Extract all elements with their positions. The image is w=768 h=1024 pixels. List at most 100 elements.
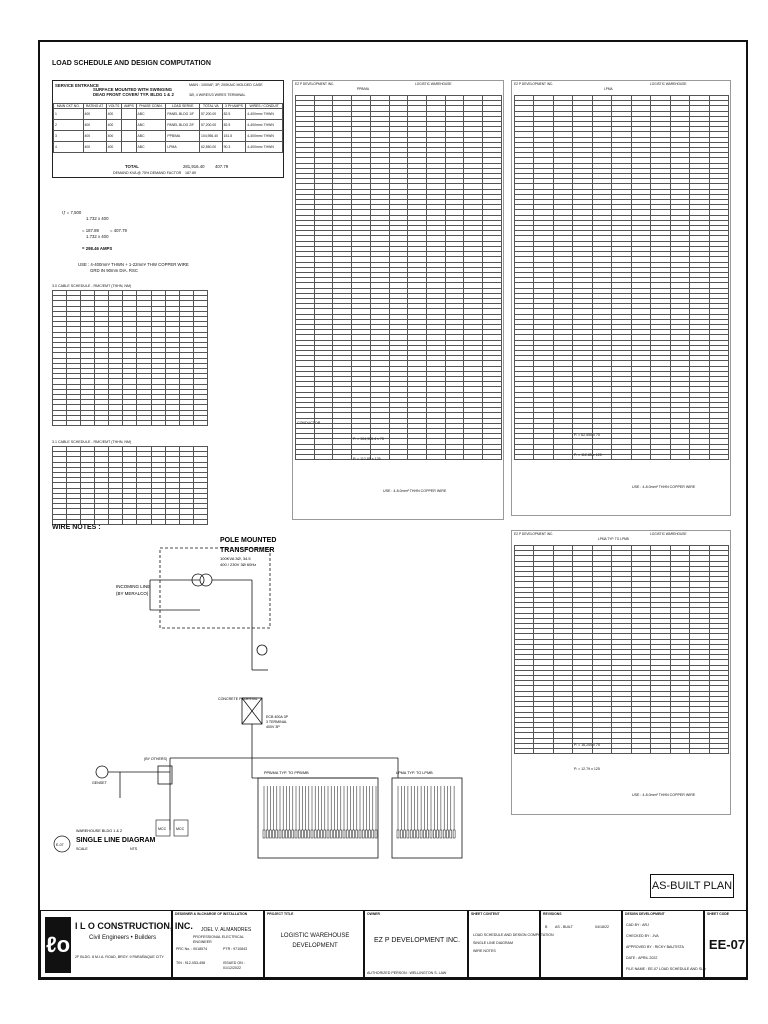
breaker-symbol <box>339 829 343 839</box>
panel-c-row <box>513 747 730 755</box>
breaker-symbol <box>368 829 371 839</box>
breaker-symbol <box>313 829 317 839</box>
owner-label: OWNER <box>367 912 380 916</box>
service-col-header: 3 PH AMPS <box>221 102 247 110</box>
company-logo: ℓo <box>45 917 71 973</box>
demand-value: 187.89 <box>185 171 196 175</box>
service-cell: PANEL BLDG 2/F <box>165 119 201 132</box>
design-dev-value: RICKY BAUTISTA <box>654 945 684 949</box>
cable-table-2-title: 3.1 CABLE SCHEDULE - RMC/EMT (THHN, NM) <box>52 440 132 444</box>
rev-date: 04/18/22 <box>595 925 609 929</box>
panel-b-name: LPMA <box>604 87 613 91</box>
design-dev-value: EE-07 LOAD SCHEDULE AND SLD <box>647 967 706 971</box>
sld-lp-label: LPMA TYP. TO LPMB <box>396 771 433 775</box>
breaker-symbol <box>349 829 352 839</box>
panel-c-row <box>513 638 730 645</box>
design-dev-value: JVA <box>652 934 659 938</box>
breaker-symbol <box>342 829 346 839</box>
wire-terminal-note: 3Ø, 4 WIRES/3 WIRES TERMINAL <box>189 93 246 97</box>
panel-a-cell <box>313 453 334 461</box>
design-dev-key: CHECKED BY : <box>626 934 653 938</box>
service-cell: 4-400mm² THWN <box>245 108 283 121</box>
panel-b-owner: EZ P DEVELOPMENT INC. <box>514 82 554 86</box>
sld-genset: GENSET <box>92 781 108 785</box>
design-dev-key: CAD BY : <box>626 923 643 927</box>
demand-label: DEMAND KVA @ 75% DEMAND FACTOR <box>113 171 182 175</box>
breaker-symbol <box>419 829 423 839</box>
panel-b-cell <box>669 453 691 461</box>
breaker-symbol <box>297 829 301 839</box>
breaker-symbol <box>307 829 311 839</box>
service-cell <box>121 108 137 121</box>
design-dev-row: FILE NAME : EE-07 LOAD SCHEDULE AND SLD <box>626 967 706 972</box>
panel-a-row <box>295 303 502 310</box>
breaker-symbol <box>442 829 446 839</box>
panel-a-cell <box>332 453 353 461</box>
cable-table-1-row <box>51 326 209 333</box>
breaker-symbol <box>329 829 333 839</box>
cable-table-1-cell <box>66 420 82 427</box>
breaker-symbol <box>433 829 436 839</box>
breaker-symbol <box>352 829 355 839</box>
panel-b-cell <box>708 453 730 461</box>
panel-c-row <box>513 685 730 692</box>
sld-mcc1: MCC <box>158 827 167 831</box>
breaker-symbol <box>301 829 304 839</box>
breaker-symbol <box>269 829 272 839</box>
service-col-header: TOTAL VA <box>199 102 223 110</box>
panel-a-row <box>295 329 502 336</box>
breaker-symbol <box>262 829 266 839</box>
service-cell: 62,550.00 <box>199 141 223 154</box>
panel-a-row <box>295 391 502 398</box>
company-tagline: Civil Engineers • Builders <box>89 935 157 941</box>
panel-b-row <box>513 219 730 227</box>
service-col-header: MAIN CKT NO. <box>53 102 84 110</box>
panel-a-row <box>295 141 502 149</box>
service-entrance-table: SERVICE ENTRANCE SURFACE MOUNTED WITH SW… <box>52 80 284 178</box>
service-cell: 151.5 <box>221 130 247 143</box>
service-cell: 2 <box>53 119 84 132</box>
cable-table-1-row <box>51 394 209 401</box>
panel-a-owner: EZ P DEVELOPMENT INC. <box>295 82 335 86</box>
tin-no: TIN : 912-053-498 <box>176 961 206 965</box>
panel-b-cell <box>630 453 652 461</box>
cable-table-1-row <box>51 289 209 297</box>
total-amps: 407.79 <box>215 164 229 169</box>
breaker-symbol <box>317 829 320 839</box>
panel-a-calc-1: Pₗ = 104,956.4 x 75 <box>353 437 384 441</box>
service-cell: 57,200.00 <box>199 108 223 121</box>
service-cell <box>121 130 137 143</box>
panel-schedule-c: EZ P DEVELOPMENT INC. LPMA TYP. TO LPMB … <box>511 530 731 815</box>
sld-caption-3: SCALE <box>76 847 88 851</box>
total-label: TOTAL <box>125 164 139 169</box>
sld-pp-label: PPB/MA TYP. TO PPB/MB <box>264 771 309 775</box>
panel-a-cell <box>482 453 502 461</box>
panel-a-cell <box>295 453 315 461</box>
service-cell: 82.5 <box>221 119 247 132</box>
cable-table-2-row <box>51 518 209 526</box>
panel-a-row <box>295 157 502 164</box>
panel-a-row <box>295 412 502 419</box>
revisions-label: REVISIONS <box>543 912 562 916</box>
panel-c-calc-1: Pₗ = 16,200 x 75 <box>574 743 600 747</box>
panel-b-row <box>513 381 730 388</box>
service-cell: 400 <box>82 130 107 143</box>
breaker-symbol <box>403 829 406 839</box>
breaker-symbol <box>323 829 327 839</box>
panel-c-row <box>513 550 730 557</box>
calc-3: = 187.89 <box>82 228 99 233</box>
breaker-symbol <box>304 829 307 839</box>
panel-b-cell <box>650 453 671 461</box>
breaker-symbol <box>333 829 336 839</box>
rev-letter: B <box>545 925 548 929</box>
service-desc2: DEAD FRONT COVER/ TYP. BLDG 1 & 2 <box>93 92 174 97</box>
panel-a-row <box>295 204 502 211</box>
breaker-symbol <box>288 829 291 839</box>
sld-transformer-4: 400 / 230V 3Ø 60Hz <box>220 562 256 567</box>
panel-c-row <box>513 711 730 718</box>
authorized-person: AUTHORIZED PERSON : WELLINGTON S. LAW <box>367 971 447 975</box>
panel-c-cell <box>708 747 730 755</box>
service-col-header: PHASE CONN. <box>135 102 167 110</box>
